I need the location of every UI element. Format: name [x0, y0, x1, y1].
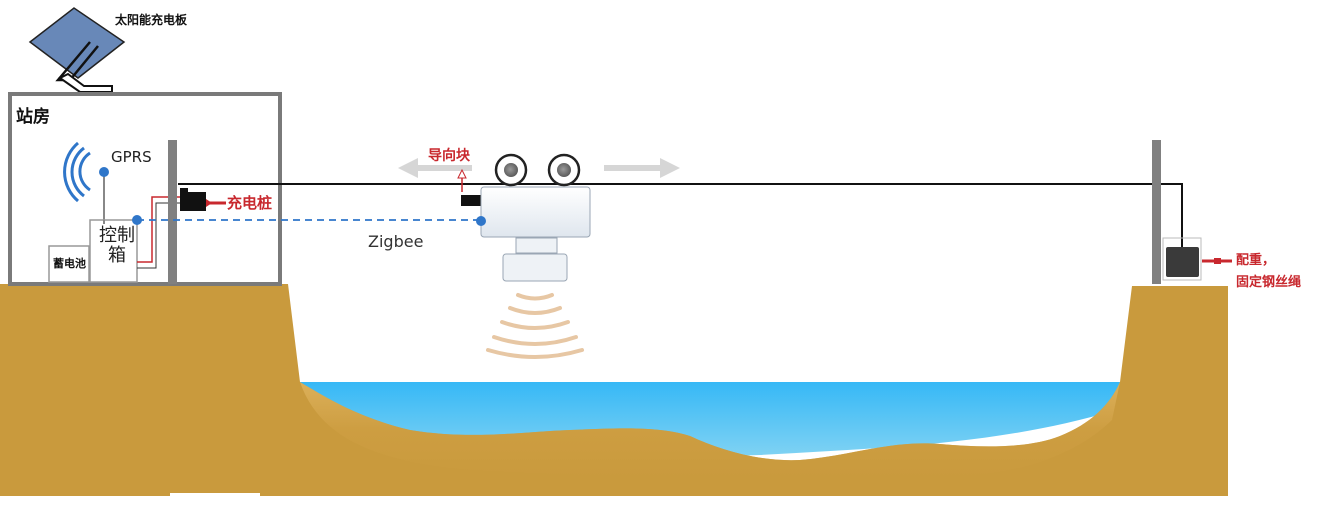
sonar-wave-icon [486, 293, 584, 359]
solar-panel-icon [28, 7, 126, 79]
solar-panel-label: 太阳能充电板 [115, 13, 188, 27]
zigbee-node-sensor [476, 216, 486, 226]
pulley-right-hub [557, 163, 571, 177]
ground-gap [170, 493, 260, 497]
radar-sensor [502, 253, 568, 282]
counterweight-label-line1: 配重， [1236, 253, 1276, 268]
counterweight-label-line2: 固定钢丝绳 [1236, 275, 1302, 290]
charger-wire-red [137, 196, 180, 263]
sensor-neck [515, 237, 558, 254]
arrow-left-icon [398, 158, 472, 178]
battery-label: 蓄电池 [53, 257, 86, 270]
zigbee-label: Zigbee [368, 232, 424, 251]
charging-pile-label: 充电桩 [227, 194, 273, 212]
battery-box [48, 245, 90, 283]
ground-soil [0, 284, 1228, 496]
left-pole [168, 140, 177, 284]
counterweight-arrow-tip [1214, 258, 1221, 264]
solar-panel-base [58, 72, 113, 93]
station-house-label: 站房 [16, 107, 50, 127]
sensor-carriage [480, 186, 591, 238]
counterweight [1166, 247, 1199, 277]
steel-wire-rope [178, 183, 1183, 250]
zigbee-node-station [132, 215, 142, 225]
arrow-right-icon [604, 158, 680, 178]
pulley-left-hub [504, 163, 518, 177]
charging-pile-arrow-head [206, 199, 212, 207]
charging-pile [180, 192, 206, 211]
gprs-antenna-icon [99, 167, 109, 177]
gprs-antenna-waves [63, 141, 91, 203]
river-bed-highlight [300, 382, 1120, 479]
control-box-label: 控制箱 [99, 225, 135, 266]
guide-block-label: 导向块 [428, 148, 470, 164]
control-box [89, 219, 138, 283]
guide-block-pointer-head [457, 168, 467, 179]
charging-pile-cap [180, 188, 188, 192]
counterweight-frame [1162, 237, 1202, 281]
right-pole [1152, 140, 1161, 284]
gprs-label: GPRS [111, 148, 152, 166]
station-house [8, 92, 282, 286]
guide-block [461, 195, 481, 206]
